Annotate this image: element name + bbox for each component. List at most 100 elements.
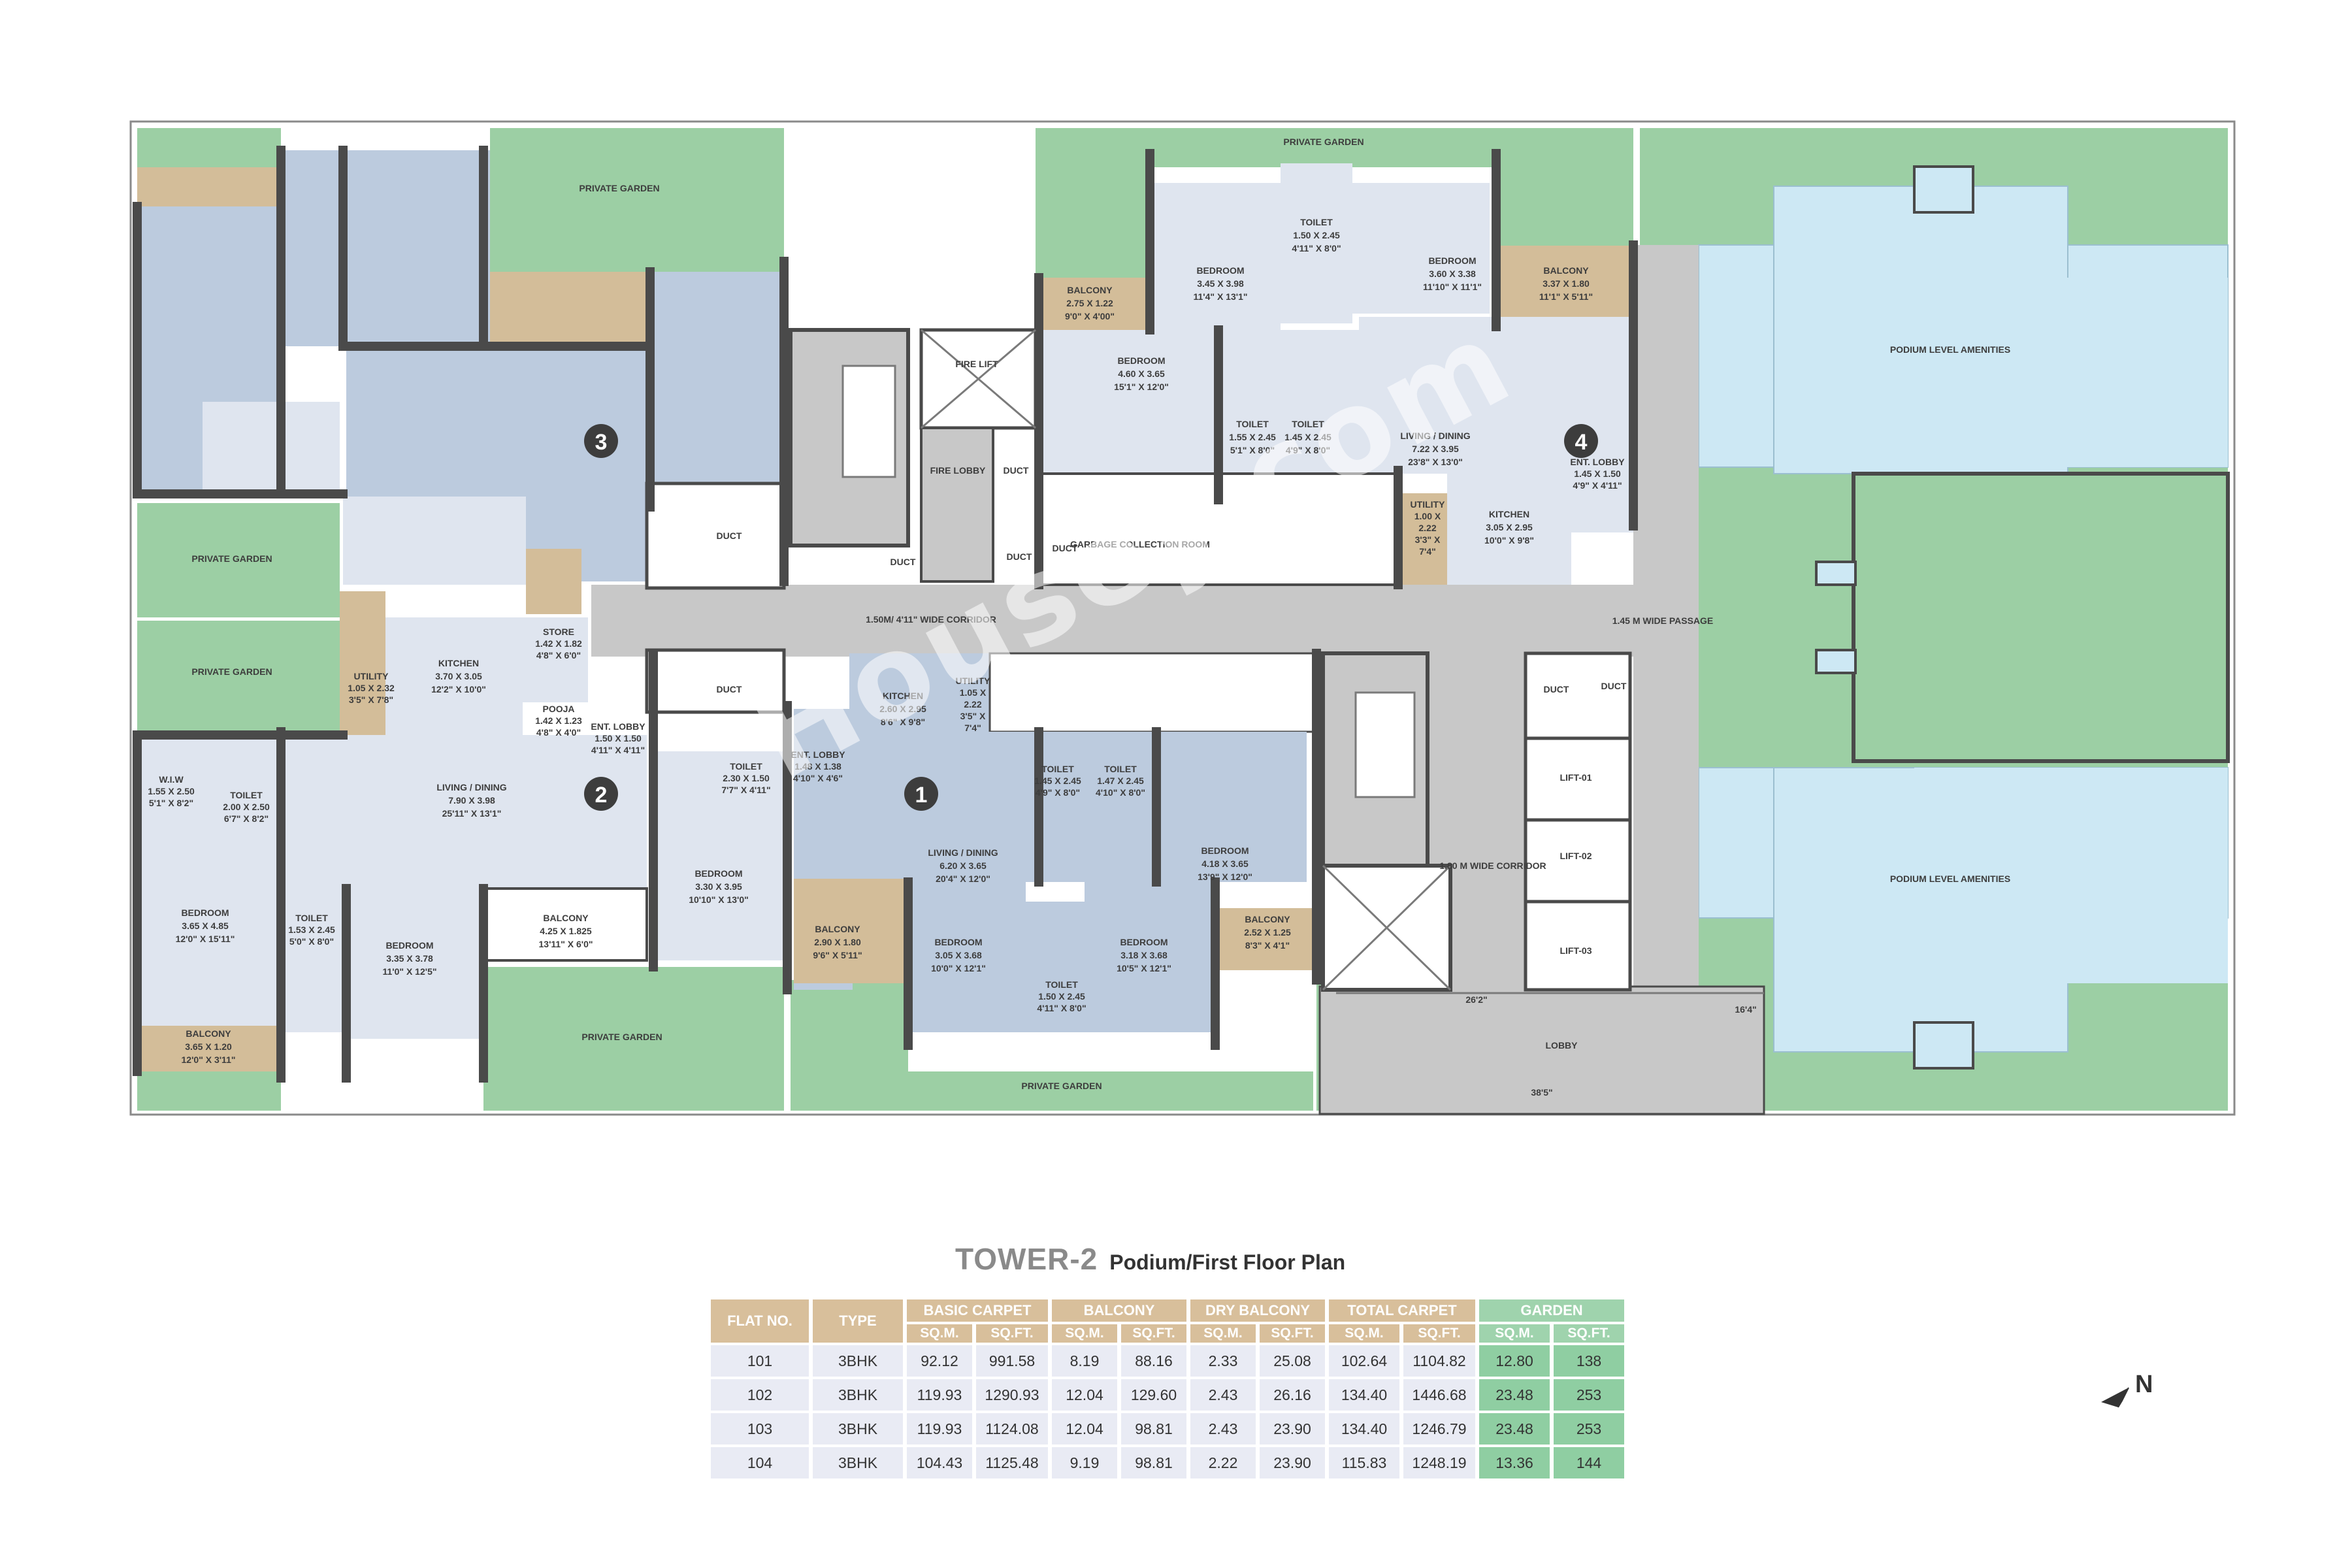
room-label: 3.60 X 3.38 xyxy=(1429,269,1476,279)
room-label: 4'9" X 4'11" xyxy=(1573,480,1622,491)
room-label: PRIVATE GARDEN xyxy=(579,183,659,193)
garden-top-left xyxy=(137,128,281,167)
cell-total-sqm: 102.64 xyxy=(1329,1345,1399,1377)
cell-basic-sqm: 92.12 xyxy=(907,1345,972,1377)
room-label: 7.90 X 3.98 xyxy=(448,795,495,806)
room-label: 7'4" xyxy=(964,723,981,733)
room-label: 7'4" xyxy=(1419,546,1436,557)
cell-total-sqm: 134.40 xyxy=(1329,1379,1399,1411)
north-letter: N xyxy=(2135,1371,2153,1398)
cell-basic-sqft: 991.58 xyxy=(976,1345,1048,1377)
room-label: DUCT xyxy=(1544,684,1569,694)
room-label: TOILET xyxy=(295,913,328,923)
room-label: 1.80 M WIDE CORRIDOR xyxy=(1439,860,1546,871)
room-label: PRIVATE GARDEN xyxy=(191,666,272,677)
col-balcony: BALCONY xyxy=(1052,1299,1186,1322)
room-label: BEDROOM xyxy=(1201,845,1249,856)
room-label: 7'7" X 4'11" xyxy=(721,785,770,795)
room-label: ENT. LOBBY xyxy=(591,721,645,732)
cell-garden-sqm: 23.48 xyxy=(1479,1379,1550,1411)
room-label: TOILET xyxy=(1292,419,1324,429)
room-label: TOILET xyxy=(1104,764,1137,774)
room-label: BEDROOM xyxy=(934,937,982,947)
garden-left-1 xyxy=(137,503,340,617)
unit-sqft: SQ.FT. xyxy=(976,1324,1048,1343)
room-label: 4'11" X 8'0" xyxy=(1037,1003,1086,1013)
cell-balcony-sqft: 129.60 xyxy=(1121,1379,1186,1411)
garden-left-2 xyxy=(137,621,340,732)
room-label: BALCONY xyxy=(1067,285,1113,295)
cell-dry-sqft: 25.08 xyxy=(1260,1345,1325,1377)
room-label: 1.55 X 2.50 xyxy=(148,786,195,796)
room-label: 2.90 X 1.80 xyxy=(814,937,861,947)
cell-flat: 102 xyxy=(711,1379,809,1411)
unit-sqft: SQ.FT. xyxy=(1403,1324,1475,1343)
room-label: 8'6" X 9'8" xyxy=(881,717,925,727)
room-label: LIVING / DINING xyxy=(436,782,506,792)
cell-type: 3BHK xyxy=(813,1379,903,1411)
unit-sqm: SQ.M. xyxy=(1329,1324,1399,1343)
room-label: 11'10" X 11'1" xyxy=(1423,282,1482,292)
garden-bottom-left xyxy=(483,967,784,1111)
cell-balcony-sqm: 9.19 xyxy=(1052,1447,1117,1478)
flat-marker-1-label: 1 xyxy=(915,783,928,808)
unit-sqm: SQ.M. xyxy=(1190,1324,1256,1343)
room-label: LIFT-02 xyxy=(1560,851,1592,861)
room-label: 1.50 X 1.50 xyxy=(595,733,642,743)
cell-total-sqm: 115.83 xyxy=(1329,1447,1399,1478)
room-label: GARBAGE COLLECTION ROOM xyxy=(1070,539,1210,549)
unit-sqft: SQ.FT. xyxy=(1121,1324,1186,1343)
room-label: 12'0" X 15'11" xyxy=(176,934,235,944)
main-corridor xyxy=(591,585,1633,657)
room-label: LIFT-03 xyxy=(1560,945,1592,956)
passage xyxy=(1633,245,1699,1114)
room-label: 4'10" X 8'0" xyxy=(1096,787,1145,798)
cell-dry-sqft: 26.16 xyxy=(1260,1379,1325,1411)
unit-sqft: SQ.FT. xyxy=(1260,1324,1325,1343)
cell-garden-sqm: 23.48 xyxy=(1479,1413,1550,1445)
cell-dry-sqm: 2.43 xyxy=(1190,1379,1256,1411)
lobby xyxy=(1318,985,1765,1115)
room-label: 38'5" xyxy=(1531,1087,1552,1098)
room-label: 1.55 X 2.45 xyxy=(1229,432,1276,442)
room-label: 3.45 X 3.98 xyxy=(1197,278,1244,289)
room-label: 3.30 X 3.95 xyxy=(695,881,742,892)
flat-marker-4-label: 4 xyxy=(1575,430,1588,455)
col-basic-carpet: BASIC CARPET xyxy=(907,1299,1048,1322)
room-label: PODIUM LEVEL AMENITIES xyxy=(1890,874,2010,884)
room-label: UTILITY xyxy=(956,676,991,686)
room-label: STORE xyxy=(543,627,574,637)
room-label: 1.50 X 2.45 xyxy=(1038,991,1085,1002)
cell-garden-sqft: 253 xyxy=(1554,1379,1624,1411)
room-label: BEDROOM xyxy=(1117,355,1165,366)
room-label: DUCT xyxy=(1601,681,1627,691)
fire-lobby xyxy=(920,427,994,583)
duct-core xyxy=(1524,651,1632,740)
room-label: 4'8" X 6'0" xyxy=(536,650,581,661)
room-label: BEDROOM xyxy=(1428,255,1476,266)
room-label: 4.25 X 1.825 xyxy=(540,926,592,936)
room-label: 2.60 X 2.95 xyxy=(879,704,926,714)
room-label: 15'1" X 12'0" xyxy=(1114,382,1169,392)
cell-balcony-sqm: 8.19 xyxy=(1052,1345,1117,1377)
north-arrow-icon xyxy=(2101,1387,2129,1408)
room-label: BALCONY xyxy=(1245,914,1290,924)
col-type: TYPE xyxy=(813,1299,903,1343)
flat-3 xyxy=(137,150,786,614)
room-label: BEDROOM xyxy=(181,907,229,918)
unit-sqm: SQ.M. xyxy=(1052,1324,1117,1343)
room-label: BALCONY xyxy=(1543,265,1589,276)
room-label: 2.22 xyxy=(1418,523,1436,533)
lift-2 xyxy=(1524,818,1632,904)
room-label: DUCT xyxy=(1053,543,1078,553)
room-label: W.I.W xyxy=(159,774,184,785)
flat-1 xyxy=(794,652,1318,1032)
cell-basic-sqft: 1290.93 xyxy=(976,1379,1048,1411)
room-label: TOILET xyxy=(1041,764,1074,774)
room-label: DUCT xyxy=(1007,551,1032,562)
